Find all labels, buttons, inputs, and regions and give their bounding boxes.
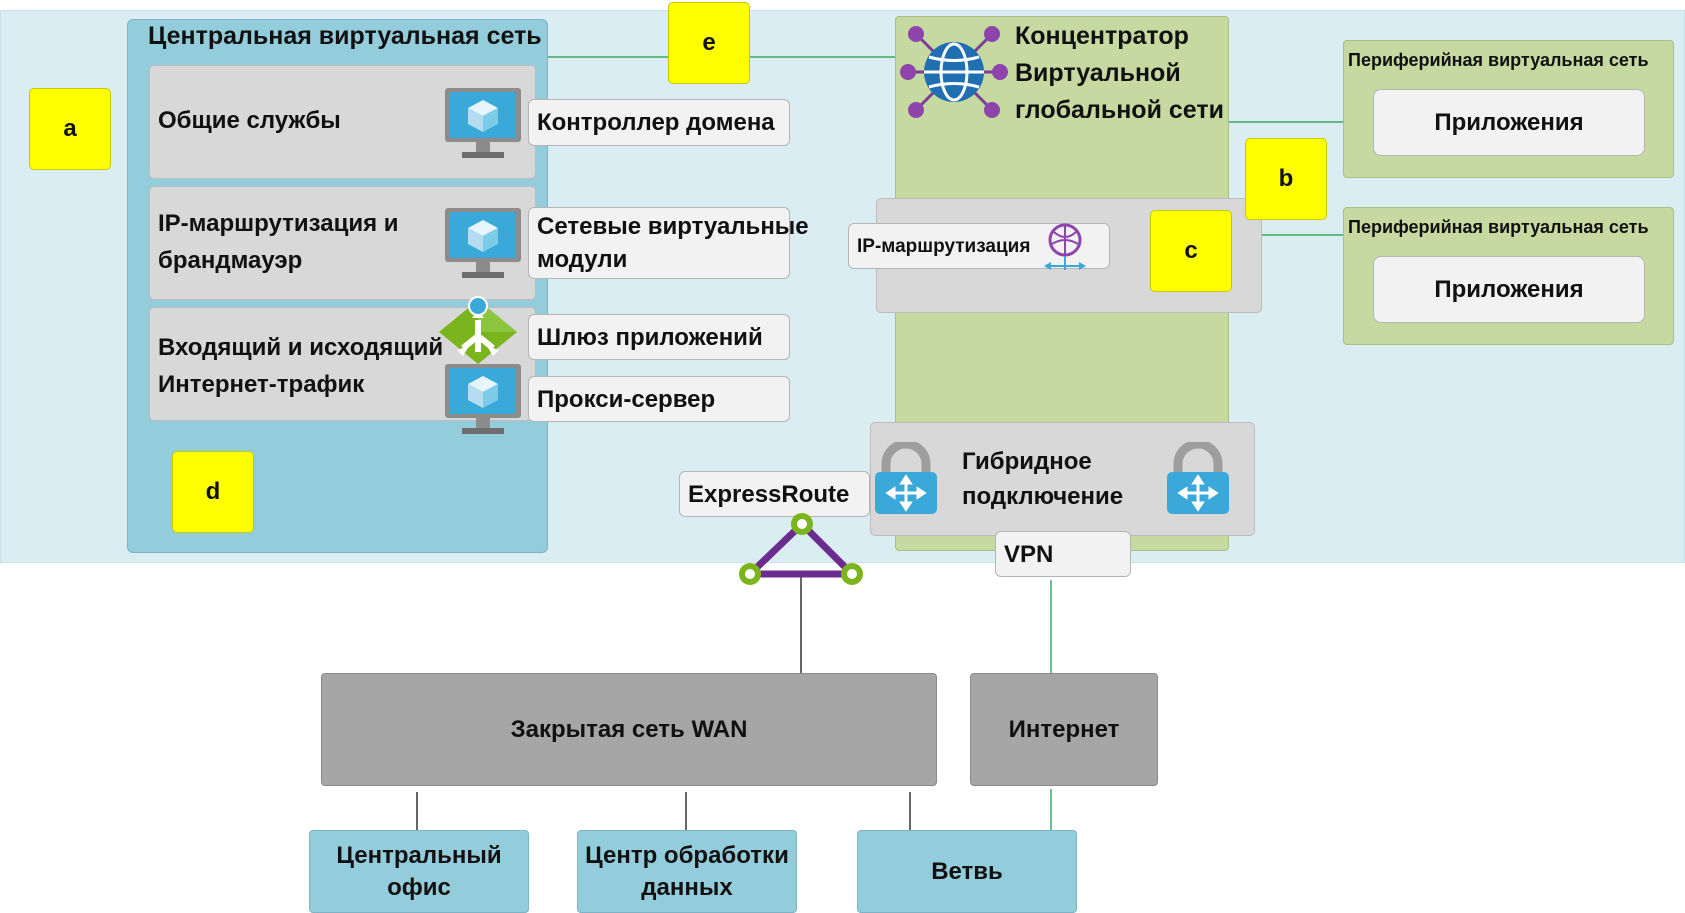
virtual-wan-globe-icon [900,26,1008,118]
ip-routing-firewall-label-line2: брандмауэр [158,247,303,274]
ip-routing-firewall-box [149,186,536,300]
datacenter-label-line2: данных [641,873,733,901]
vm-monitor-icon [445,208,521,278]
expressroute-label: ExpressRoute [688,480,850,508]
internet-label: Интернет [1008,715,1120,743]
hub-vnet-title: Центральная виртуальная сеть [148,22,542,50]
expressroute-circuit-icon [739,513,863,585]
vm-monitor-icon [445,364,521,434]
nva-callout: Сетевые виртуальные модули [528,207,809,279]
spoke-vnet-1-apps: Приложения [1373,89,1645,156]
virtual-wan-title-line1: Концентратор [1015,22,1189,50]
spoke-vnet-2-apps-label: Приложения [1434,275,1584,303]
vpn-callout: VPN [995,531,1131,577]
head-office-box: Центральный офис [309,830,529,913]
vpn-gateway-lock-icon [1167,442,1229,514]
spoke-vnet-1-apps-label: Приложения [1434,108,1584,136]
expressroute-callout: ExpressRoute [679,471,870,517]
domain-controller-label: Контроллер домена [537,109,775,136]
label-e: e [668,2,750,84]
hybrid-connectivity-label: Гибридное подключение [962,444,1123,514]
proxy-callout: Прокси-сервер [528,376,790,422]
application-gateway-icon [439,296,517,364]
private-wan-box: Закрытая сеть WAN [321,673,937,786]
proxy-label: Прокси-сервер [537,385,716,413]
label-b: b [1245,138,1327,220]
spoke-vnet-2-title: Периферийная виртуальная сеть [1348,217,1649,237]
hybrid-connectivity-label-line1: Гибридное [962,448,1092,475]
label-d: d [172,451,254,533]
app-gateway-callout: Шлюз приложений [528,314,790,360]
label-c: c [1150,210,1232,292]
private-wan-label: Закрытая сеть WAN [510,715,748,743]
virtual-wan-title-line3: глобальной сети [1015,96,1224,124]
domain-controller-callout: Контроллер домена [528,99,790,146]
app-gateway-label: Шлюз приложений [537,323,763,351]
label-a: a [29,88,111,170]
wan-ip-routing-callout: IP-маршрутизация [848,223,1110,269]
vpn-label: VPN [1004,540,1054,568]
shared-services-label: Общие службы [158,107,341,134]
virtual-wan-title-line2: Виртуальной [1015,59,1181,87]
vpn-gateway-lock-icon [875,442,937,514]
vm-monitor-icon [445,88,521,158]
spoke-vnet-1-title: Периферийная виртуальная сеть [1348,50,1649,70]
nva-label-line1: Сетевые виртуальные [537,213,809,240]
datacenter-box: Центр обработки данных [577,830,797,913]
hybrid-connectivity-label-line2: подключение [962,483,1124,510]
virtual-wan-title: Концентратор Виртуальной глобальной сети [1015,18,1224,129]
spoke-vnet-2-apps: Приложения [1373,256,1645,323]
nva-label-line2: модули [537,246,628,273]
internet-traffic-label-line2: Интернет-трафик [158,371,365,398]
wan-ip-routing-label: IP-маршрутизация [857,235,1031,257]
route-table-icon [1044,223,1086,270]
internet-box: Интернет [970,673,1158,786]
head-office-label-line2: офис [387,873,451,901]
branch-box: Ветвь [857,830,1077,913]
branch-label: Ветвь [931,857,1003,885]
internet-traffic-label-line1: Входящий и исходящий [158,334,444,361]
datacenter-label-line1: Центр обработки [585,841,789,869]
ip-routing-firewall-label-line1: IP-маршрутизация и [158,210,399,237]
head-office-label-line1: Центральный [336,841,502,869]
